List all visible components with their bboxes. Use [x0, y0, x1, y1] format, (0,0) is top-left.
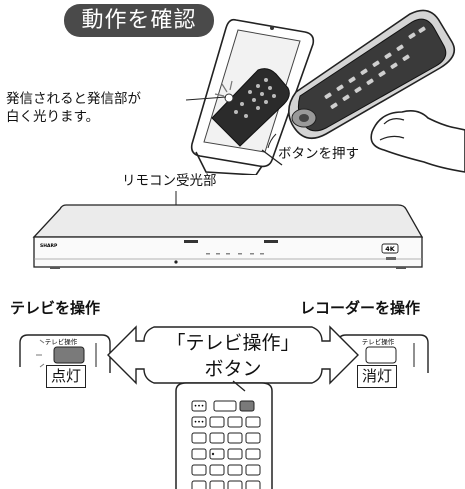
- emitter-leader-line: [185, 96, 227, 101]
- 4k-badge-text: 4K: [385, 245, 396, 253]
- press-leader-line: [267, 133, 277, 149]
- recorder-front-panel: [33, 236, 423, 268]
- tv-op-button-unlit: [365, 346, 397, 364]
- remote-tv-op-button: [239, 400, 255, 412]
- svg-text:•••: •••: [194, 403, 205, 410]
- tv-op-button-lit: [53, 346, 85, 364]
- svg-text:•••: •••: [194, 419, 205, 426]
- emit-note-line1: 発信されると発信部が: [6, 91, 141, 107]
- phone-remote-illustration: [185, 9, 465, 175]
- remote-control-icon: ••• •••: [175, 380, 273, 489]
- 4k-badge: [381, 243, 399, 254]
- center-button-line1: 「テレビ操作」: [166, 332, 300, 354]
- emit-note-line2: 白く光ります。: [6, 109, 100, 125]
- double-arrow-icon: [107, 325, 359, 385]
- tv-operation-diagram: テレビ操作 テレビ操作 ••• •••: [19, 325, 429, 489]
- brand-logo: SHARP: [40, 243, 58, 249]
- right-header: レコーダーを操作: [300, 299, 421, 317]
- remote-in-hand-icon: [288, 9, 465, 173]
- page-title: 動作を確認: [64, 4, 214, 37]
- press-label: ボタンを押す: [278, 146, 359, 162]
- remote-receiver-sensor: [174, 260, 178, 264]
- tv-op-label-small: テレビ操作: [362, 337, 395, 346]
- center-button-line2: ボタン: [204, 358, 262, 380]
- phone-icon: [190, 18, 315, 175]
- lit-label: 点灯: [46, 365, 87, 388]
- receiver-label: リモコン受光部: [122, 173, 217, 189]
- left-header: テレビを操作: [10, 299, 101, 317]
- recorder-illustration: 4K SHARP: [32, 191, 424, 269]
- tv-op-label-small: テレビ操作: [45, 337, 78, 346]
- unlit-label: 消灯: [357, 365, 398, 388]
- tv-op-lit-panel: テレビ操作: [19, 334, 111, 373]
